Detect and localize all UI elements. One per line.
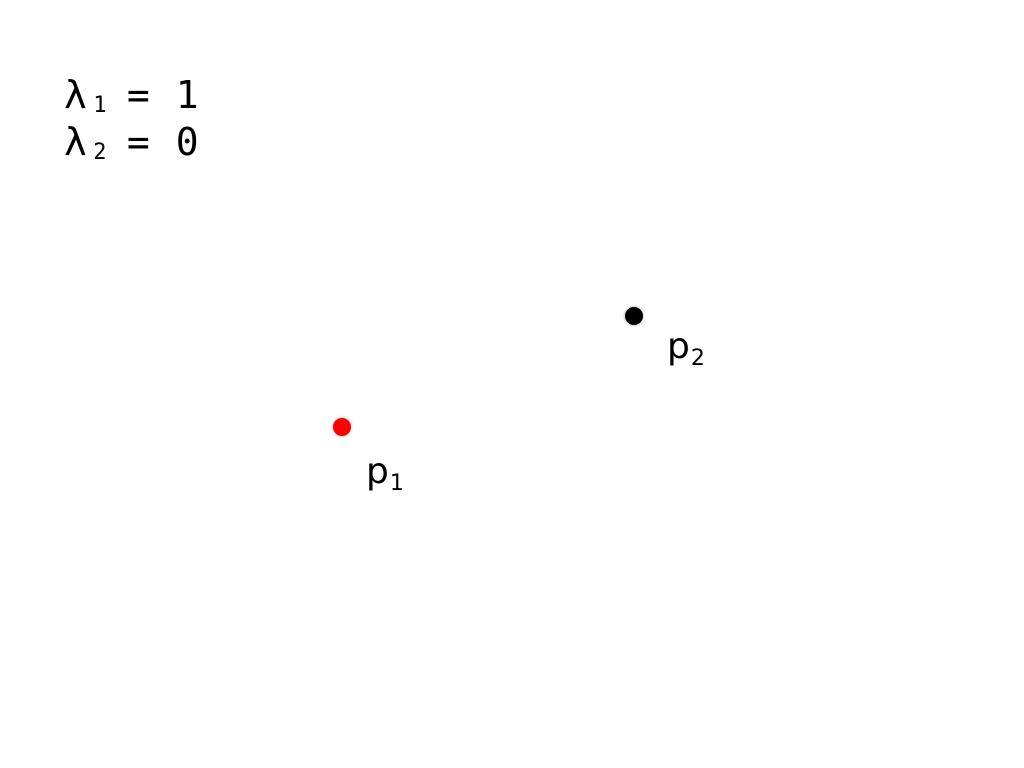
lambda-1-value: 1: [175, 73, 199, 117]
point-p2-label: p2: [667, 327, 705, 379]
lambda-2-symbol: λ: [64, 120, 87, 164]
point-p2-label-subscript: 2: [690, 346, 705, 371]
point-p1[interactable]: [333, 418, 351, 436]
lambda-1-equals: =: [126, 73, 150, 117]
point-p1-label-base: p: [366, 451, 389, 492]
lambda-1-symbol: λ: [64, 73, 87, 117]
lambda-2-subscript: 2: [93, 140, 107, 165]
point-p1-label-subscript: 1: [389, 471, 404, 496]
point-p2-label-base: p: [667, 326, 690, 367]
lambda-2-equals: =: [126, 120, 150, 164]
lambda-1-subscript: 1: [93, 93, 107, 118]
lambda-2-value: 0: [175, 120, 199, 164]
point-p2[interactable]: [625, 307, 643, 325]
point-p1-label: p1: [366, 452, 404, 504]
